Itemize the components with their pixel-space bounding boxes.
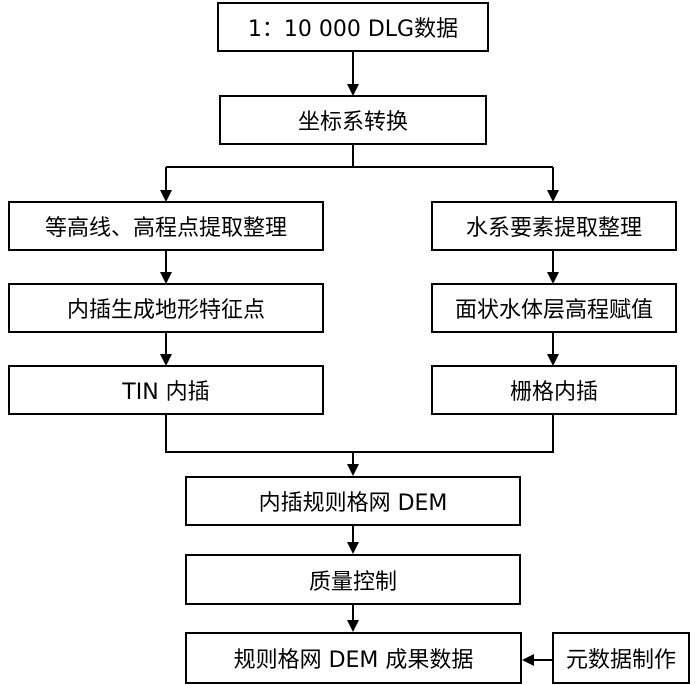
dlg-data-box: 1：10 000 DLG数据: [217, 2, 489, 52]
water-extract-label: 水系要素提取整理: [465, 216, 642, 241]
quality-control-box: 质量控制: [185, 554, 521, 605]
dem-result-label: 规则格网 DEM 成果数据: [233, 648, 474, 673]
dem-interp-box: 内插规则格网 DEM: [185, 476, 521, 526]
tin-interp-label: TIN 内插: [122, 380, 210, 405]
water-extract-box: 水系要素提取整理: [431, 201, 677, 251]
quality-control-label: 质量控制: [308, 569, 397, 595]
grid-interp-box: 栅格内插: [431, 365, 677, 415]
metadata-box: 元数据制作: [552, 632, 690, 684]
water-elevation-label: 面状水体层高程赋值: [454, 298, 653, 323]
dem-result-box: 规则格网 DEM 成果数据: [185, 632, 522, 684]
contour-extract-box: 等高线、高程点提取整理: [8, 201, 324, 251]
tin-interp-box: TIN 内插: [8, 365, 324, 415]
dlg-data-label: 1：10 000 DLG数据: [247, 17, 459, 42]
contour-extract-label: 等高线、高程点提取整理: [44, 216, 287, 241]
feature-points-label: 内插生成地形特征点: [66, 298, 265, 323]
grid-interp-label: 栅格内插: [509, 380, 598, 405]
feature-points-box: 内插生成地形特征点: [8, 283, 324, 333]
water-elevation-box: 面状水体层高程赋值: [431, 283, 677, 333]
dem-interp-label: 内插规则格网 DEM: [258, 491, 448, 516]
coordinate-transform-box: 坐标系转换: [219, 95, 487, 145]
coordinate-transform-label: 坐标系转换: [297, 110, 408, 135]
metadata-label: 元数据制作: [565, 648, 676, 673]
